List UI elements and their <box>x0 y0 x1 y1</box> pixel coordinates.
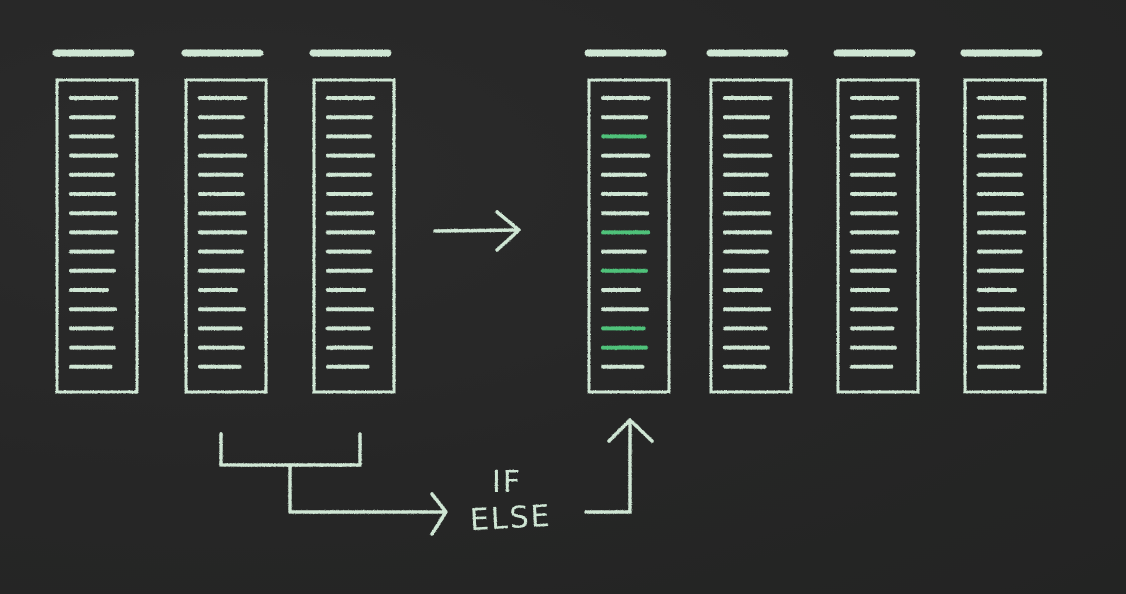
merge-bracket <box>219 432 448 536</box>
arrow-right-shaft <box>433 228 520 233</box>
result-arrow-up <box>584 418 654 514</box>
input-column-frame <box>312 78 396 394</box>
arrow-right-head <box>495 210 521 252</box>
bracket-shape <box>219 432 362 467</box>
output-column-frame <box>709 78 793 394</box>
bracket-stem-to-condition <box>288 463 446 514</box>
condition-label: IF ELSE <box>469 465 552 538</box>
condition-arrow-head <box>430 492 448 536</box>
output-column-frame <box>963 78 1047 394</box>
input-column-1 <box>52 49 139 394</box>
output-column-frame <box>587 78 671 394</box>
result-arrow-shaft <box>584 422 632 514</box>
output-column-1 <box>584 49 671 394</box>
condition-label-if: IF <box>492 465 522 500</box>
flow-arrow-right <box>433 210 521 252</box>
output-column-frame <box>836 78 920 394</box>
input-column-3 <box>309 49 396 394</box>
output-column-3 <box>833 49 920 394</box>
input-column-frame <box>55 78 139 394</box>
output-column-4 <box>960 49 1047 394</box>
output-column-2 <box>706 49 793 394</box>
columns-group <box>52 49 1047 394</box>
condition-label-else: ELSE <box>469 499 552 538</box>
result-arrow-head <box>607 418 654 443</box>
input-column-2 <box>181 49 268 394</box>
input-column-frame <box>184 78 268 394</box>
